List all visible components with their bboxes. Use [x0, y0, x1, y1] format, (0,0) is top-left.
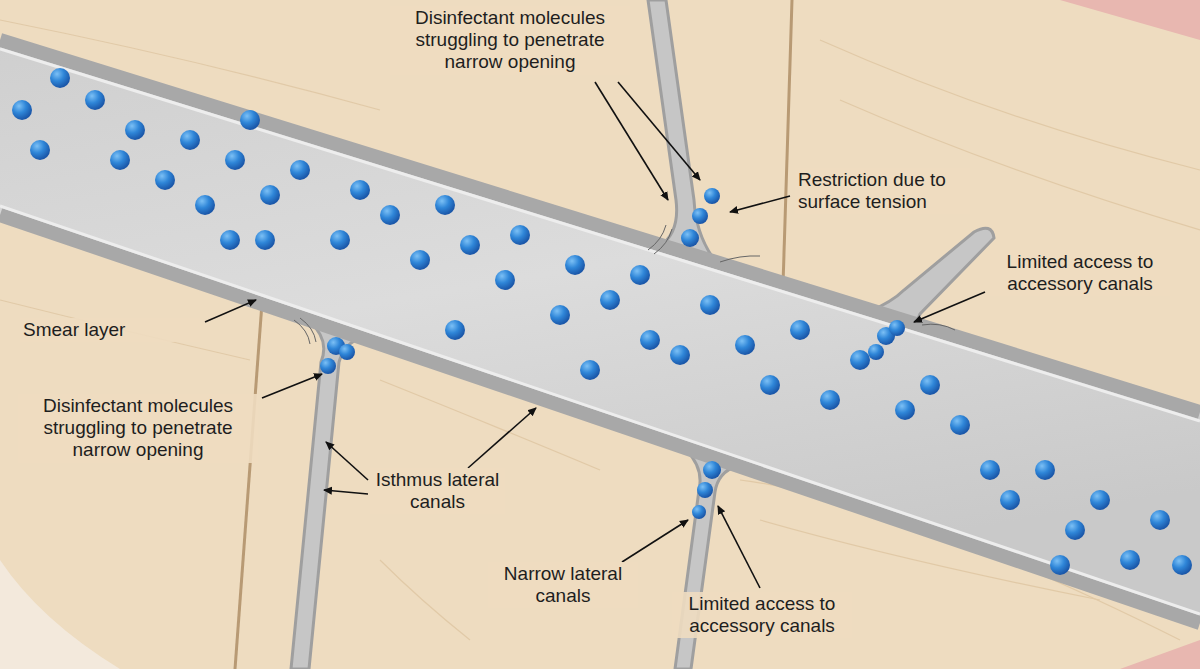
callout-label: Isthmus lateral canals	[370, 468, 505, 514]
callout-label: Restriction due to surface tension	[795, 168, 970, 214]
callout-label: Narrow lateral canals	[488, 562, 638, 608]
callout-label: Smear layer	[20, 318, 200, 342]
callout-label: Limited access to accessory canals	[672, 592, 852, 638]
callout-label: Limited access to accessory canals	[990, 250, 1170, 296]
callout-label: Disinfectant molecules struggling to pen…	[390, 6, 630, 75]
callout-label: Disinfectant molecules struggling to pen…	[18, 394, 258, 463]
